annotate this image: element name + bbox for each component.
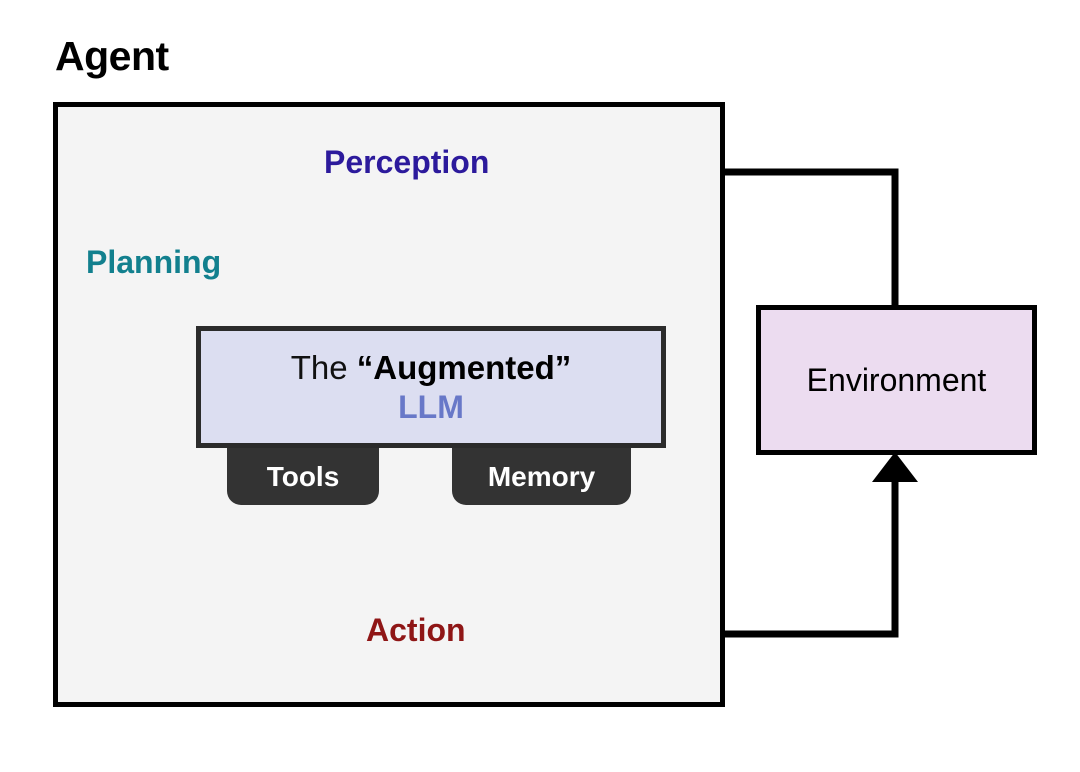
node-action: Action xyxy=(366,612,466,648)
node-perception: Perception xyxy=(324,144,490,180)
node-planning: Planning xyxy=(86,244,222,280)
page-title: Agent xyxy=(55,33,169,79)
capability-tab-tools: Tools xyxy=(227,448,379,505)
environment-label: Environment xyxy=(806,362,987,398)
capability-tab-memory-label: Memory xyxy=(487,460,596,492)
llm-acronym: LLM xyxy=(398,388,464,425)
capability-tab-tools-label: Tools xyxy=(266,460,340,492)
llm-title-line: The “Augmented” xyxy=(291,349,572,387)
llm-title-prefix: The xyxy=(290,348,357,386)
environment-box: Environment xyxy=(756,305,1037,455)
capability-tab-memory: Memory xyxy=(452,448,631,505)
llm-title-quoted: “Augmented” xyxy=(356,348,572,386)
augmented-llm-box: The “Augmented” LLM xyxy=(196,326,666,448)
